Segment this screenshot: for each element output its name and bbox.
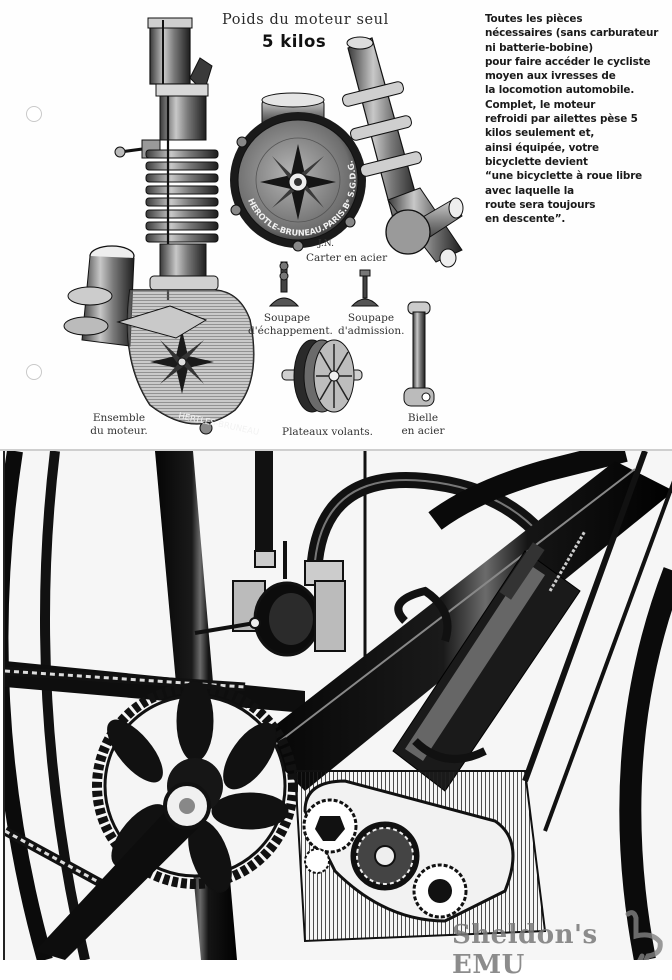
description-line: en descente”. <box>485 213 566 226</box>
heading-weight-value: 5 kilos <box>262 32 327 51</box>
description-line: pour faire accéder le cycliste <box>485 55 651 68</box>
exhaust-valve-illustration <box>268 261 300 307</box>
caption-engine-assembly-line2: du moteur. <box>90 425 148 437</box>
description-line: moyen aux ivresses de <box>485 70 616 83</box>
description-line: ni batterie-bobine) <box>485 41 593 54</box>
carburettor <box>194 541 346 657</box>
punch-hole-top <box>26 106 42 122</box>
caption-engine-assembly: Ensemble du moteur. <box>86 412 152 438</box>
frame-lug-illustration <box>342 36 464 268</box>
description-paragraph: Toutes les pièces nécessaires (sans carb… <box>485 12 671 226</box>
heading-weight-label: Poids du moteur seul <box>222 12 389 28</box>
caption-exhaust-valve-line2: d'échappement. <box>248 325 333 337</box>
caption-connecting-rod-line2: en acier <box>401 425 445 437</box>
caption-engine-assembly-line1: Ensemble <box>92 412 146 424</box>
star-emblem <box>150 330 214 394</box>
description-line: “une bicyclette à roue libre <box>485 170 643 183</box>
description-line: Complet, le moteur <box>485 98 596 111</box>
caption-intake-valve: Soupape d'admission. <box>338 312 404 338</box>
description-line: Toutes les pièces <box>485 13 583 25</box>
description-line: nécessaires (sans carburateur <box>485 27 659 40</box>
caption-exhaust-valve-line1: Soupape <box>263 312 311 324</box>
caption-intake-valve-line1: Soupape <box>347 312 395 324</box>
caption-flywheels: Plateaux volants. <box>282 426 373 438</box>
caption-exhaust-valve: Soupape d'échappement. <box>248 312 333 338</box>
caption-engraver-mark: J.N. <box>318 239 334 249</box>
down-tube <box>255 461 672 791</box>
engine-assembly-illustration: HERTLES-BRUNEAU <box>63 17 260 438</box>
flywheels-illustration <box>281 339 363 413</box>
brochure-top-section: HERTLES-BRUNEAU HEROTLE-BRUNEAU.PARIS.Bᵉ… <box>0 0 672 449</box>
engine-cylinder <box>392 530 587 792</box>
rear-wheel-rim <box>5 451 53 960</box>
crankcase <box>293 770 547 943</box>
caption-carter: Carter en acier <box>306 252 388 264</box>
mounted-engine-photo <box>3 451 672 960</box>
description-line: route sera toujours <box>485 198 596 211</box>
front-wheel-rim <box>619 567 672 960</box>
crank-arm <box>35 801 203 960</box>
caption-connecting-rod: Bielle en acier <box>400 412 446 438</box>
caption-connecting-rod-line1: Bielle <box>407 412 439 424</box>
description-line: kilos seulement et, <box>485 127 595 140</box>
description-line: refroidi par ailettes pèse 5 <box>485 113 638 126</box>
description-line: la locomotion automobile. <box>485 84 635 97</box>
frame-clamps <box>63 245 135 347</box>
caption-intake-valve-line2: d'admission. <box>338 325 405 337</box>
watermark-text: Sheldon's EMU <box>452 920 598 980</box>
bicycle-engine-photo-drawing <box>5 451 672 960</box>
connecting-rod-illustration <box>403 301 435 407</box>
chainwheel <box>35 680 298 960</box>
description-line: bicyclette devient <box>485 155 588 168</box>
cooling-fins <box>145 149 219 243</box>
timing-gears <box>302 798 468 919</box>
intake-valve-illustration <box>350 269 380 307</box>
emu-logo-watermark <box>625 910 663 960</box>
engine-parts-engraving: HERTLES-BRUNEAU HEROTLE-BRUNEAU.PARIS.Bᵉ… <box>0 0 464 438</box>
punch-hole-bottom <box>26 364 42 380</box>
description-line: ainsi équipée, votre <box>485 141 599 154</box>
description-line: avec laquelle la <box>485 184 575 197</box>
section-divider <box>0 449 672 451</box>
